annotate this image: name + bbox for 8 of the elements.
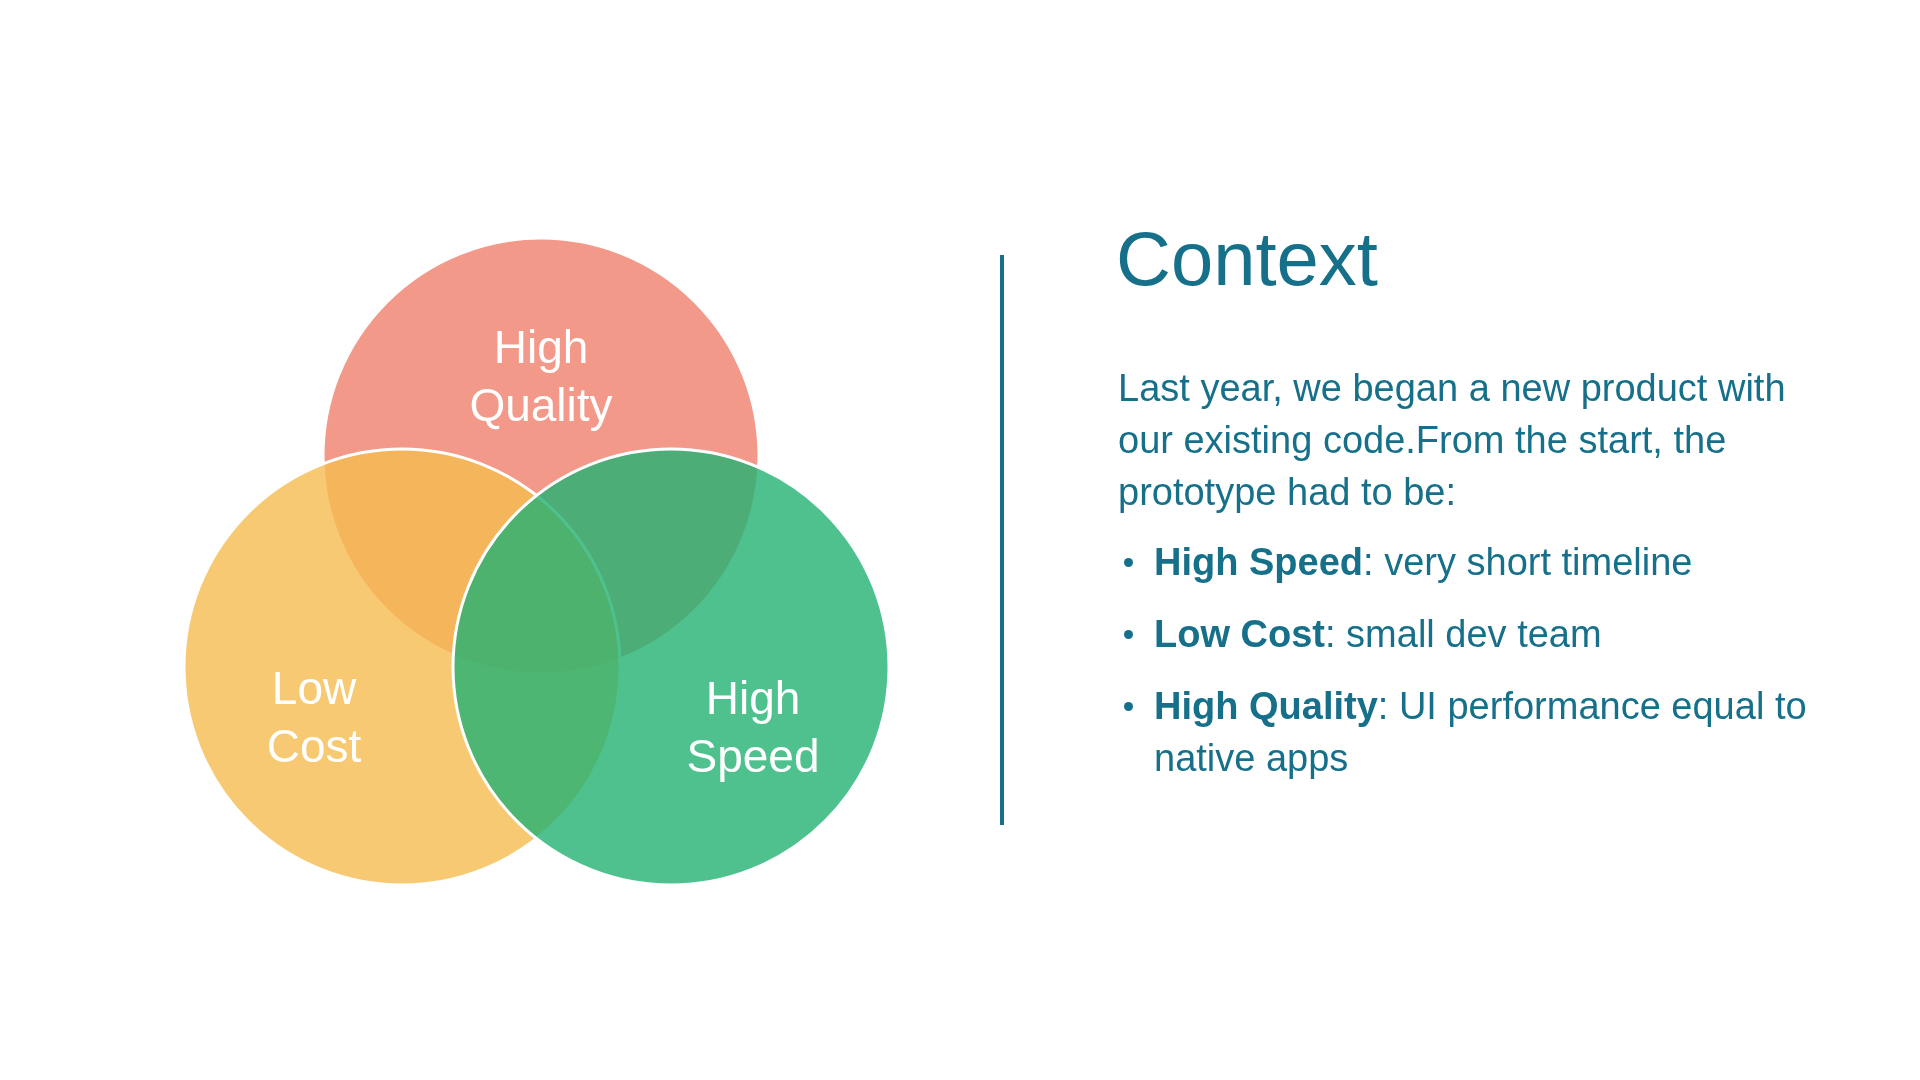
circle-label: Low Cost xyxy=(265,661,363,774)
bullet-item: High Quality: UI performance equal to native apps xyxy=(1154,684,1808,781)
title: Context xyxy=(1116,215,1378,303)
circle-label: High Quality xyxy=(468,320,614,433)
bullet-item: High Speed: very short timeline xyxy=(1154,540,1694,585)
bullet-item: Low Cost: small dev team xyxy=(1154,612,1603,657)
circle-label: High Speed xyxy=(685,671,821,784)
paragraph: Last year, we began a new product with our existing code.From the start, the prototype had to be: xyxy=(1118,366,1787,515)
